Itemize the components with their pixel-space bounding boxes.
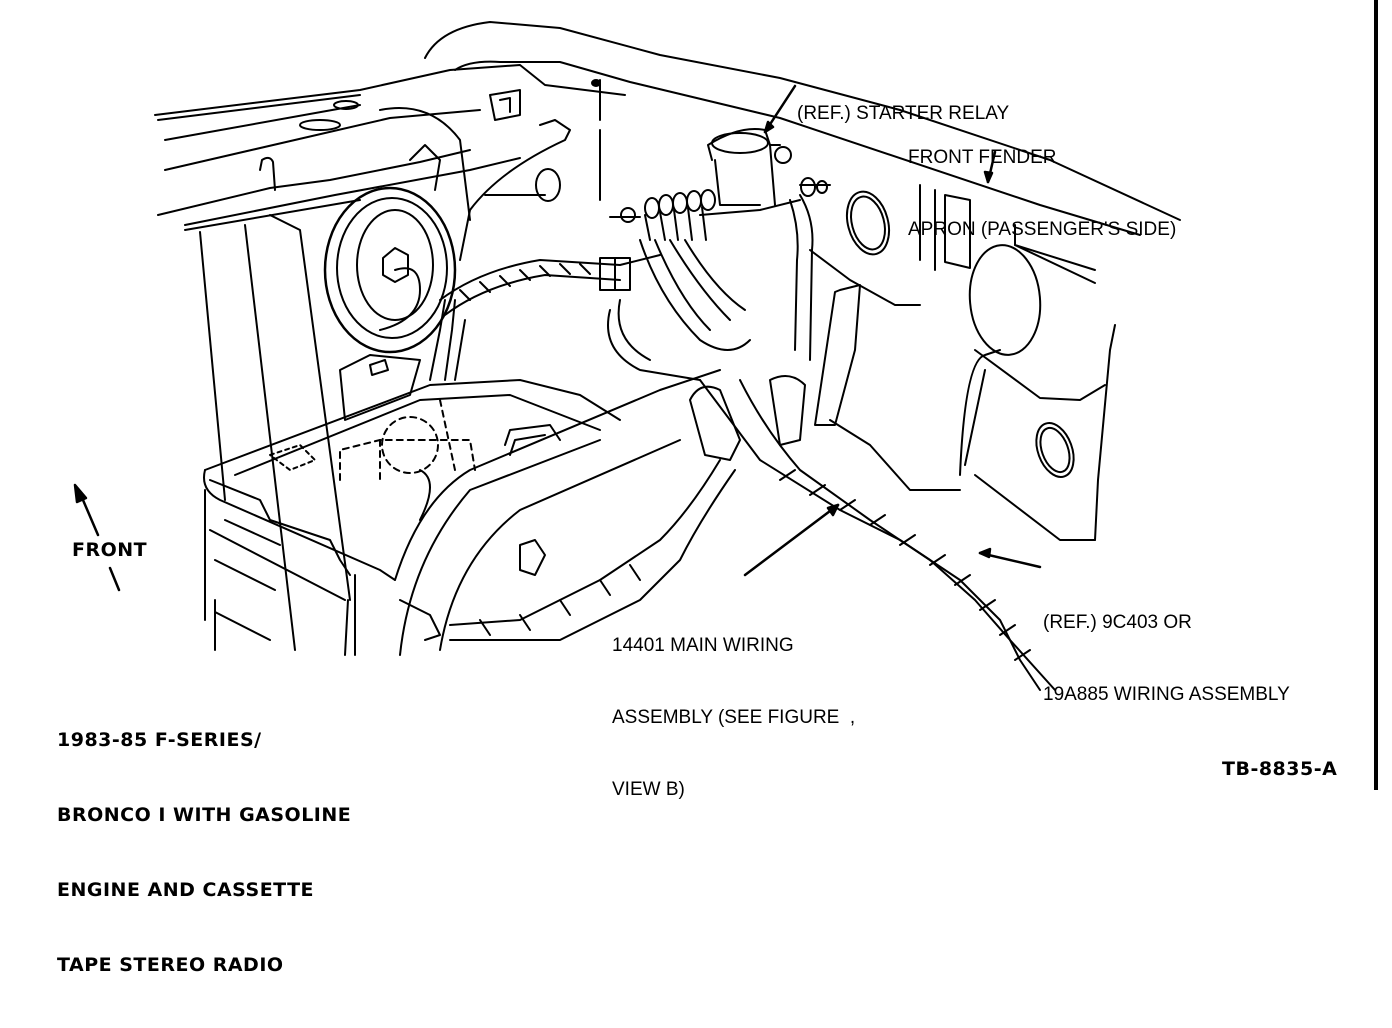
figure-caption-line: 1983-85 F-SERIES/	[57, 729, 262, 751]
callout-ref-wiring-line: (REF.) 9C403 OR	[1043, 612, 1192, 633]
page-border-rule	[1374, 0, 1378, 790]
leader-main-wiring-arrow	[826, 503, 840, 517]
figure-caption: 1983-85 F-SERIES/ BRONCO I WITH GASOLINE…	[57, 678, 351, 1028]
callout-fender-apron-line: FRONT FENDER	[908, 147, 1057, 168]
engine-compartment-drawing	[73, 21, 1181, 691]
callout-main-wiring-line: 14401 MAIN WIRING	[612, 635, 794, 656]
callout-ref-wiring: (REF.) 9C403 OR 19A885 WIRING ASSEMBLY	[1043, 563, 1290, 755]
callout-main-wiring: 14401 MAIN WIRING ASSEMBLY (SEE FIGURE ,…	[612, 586, 855, 850]
leader-main-wiring	[743, 503, 840, 577]
battery-tray	[203, 354, 621, 656]
radiator-support	[154, 64, 626, 651]
fender-apron	[424, 21, 1181, 541]
wiring-diagram: (REF.) STARTER RELAY FRONT FENDER APRON …	[57, 0, 1378, 976]
callout-main-wiring-line: ASSEMBLY (SEE FIGURE ,	[612, 707, 856, 728]
callout-main-wiring-line: VIEW B)	[612, 779, 685, 800]
leader-starter-relay-arrow	[763, 120, 775, 134]
front-tail-mark	[108, 566, 121, 592]
figure-caption-line: ENGINE AND CASSETTE	[57, 879, 315, 901]
front-orientation-label: FRONT	[72, 539, 148, 561]
figure-id-code: TB-8835-A	[1222, 758, 1338, 780]
horn-assembly	[323, 107, 471, 354]
leader-lines	[73, 84, 1042, 592]
callout-fender-apron-line: APRON (PASSENGER'S SIDE)	[908, 219, 1177, 240]
callout-ref-wiring-line: 19A885 WIRING ASSEMBLY	[1043, 684, 1290, 705]
callout-starter-relay-line: (REF.) STARTER RELAY	[797, 103, 1010, 124]
terminal-studs	[644, 189, 716, 219]
figure-caption-line: BRONCO I WITH GASOLINE	[57, 804, 352, 826]
callout-starter-relay: (REF.) STARTER RELAY	[797, 54, 1009, 174]
wheelhouse	[394, 369, 721, 656]
callout-fender-apron: FRONT FENDER APRON (PASSENGER'S SIDE)	[908, 98, 1176, 290]
leader-ref-wiring-arrow	[978, 547, 992, 559]
starter-relay	[459, 119, 831, 381]
leader-fender-apron-arrow	[983, 170, 994, 184]
front-arrow-head	[73, 483, 88, 504]
figure-caption-line: TAPE STEREO RADIO	[57, 954, 284, 976]
main-harness	[399, 254, 1056, 691]
